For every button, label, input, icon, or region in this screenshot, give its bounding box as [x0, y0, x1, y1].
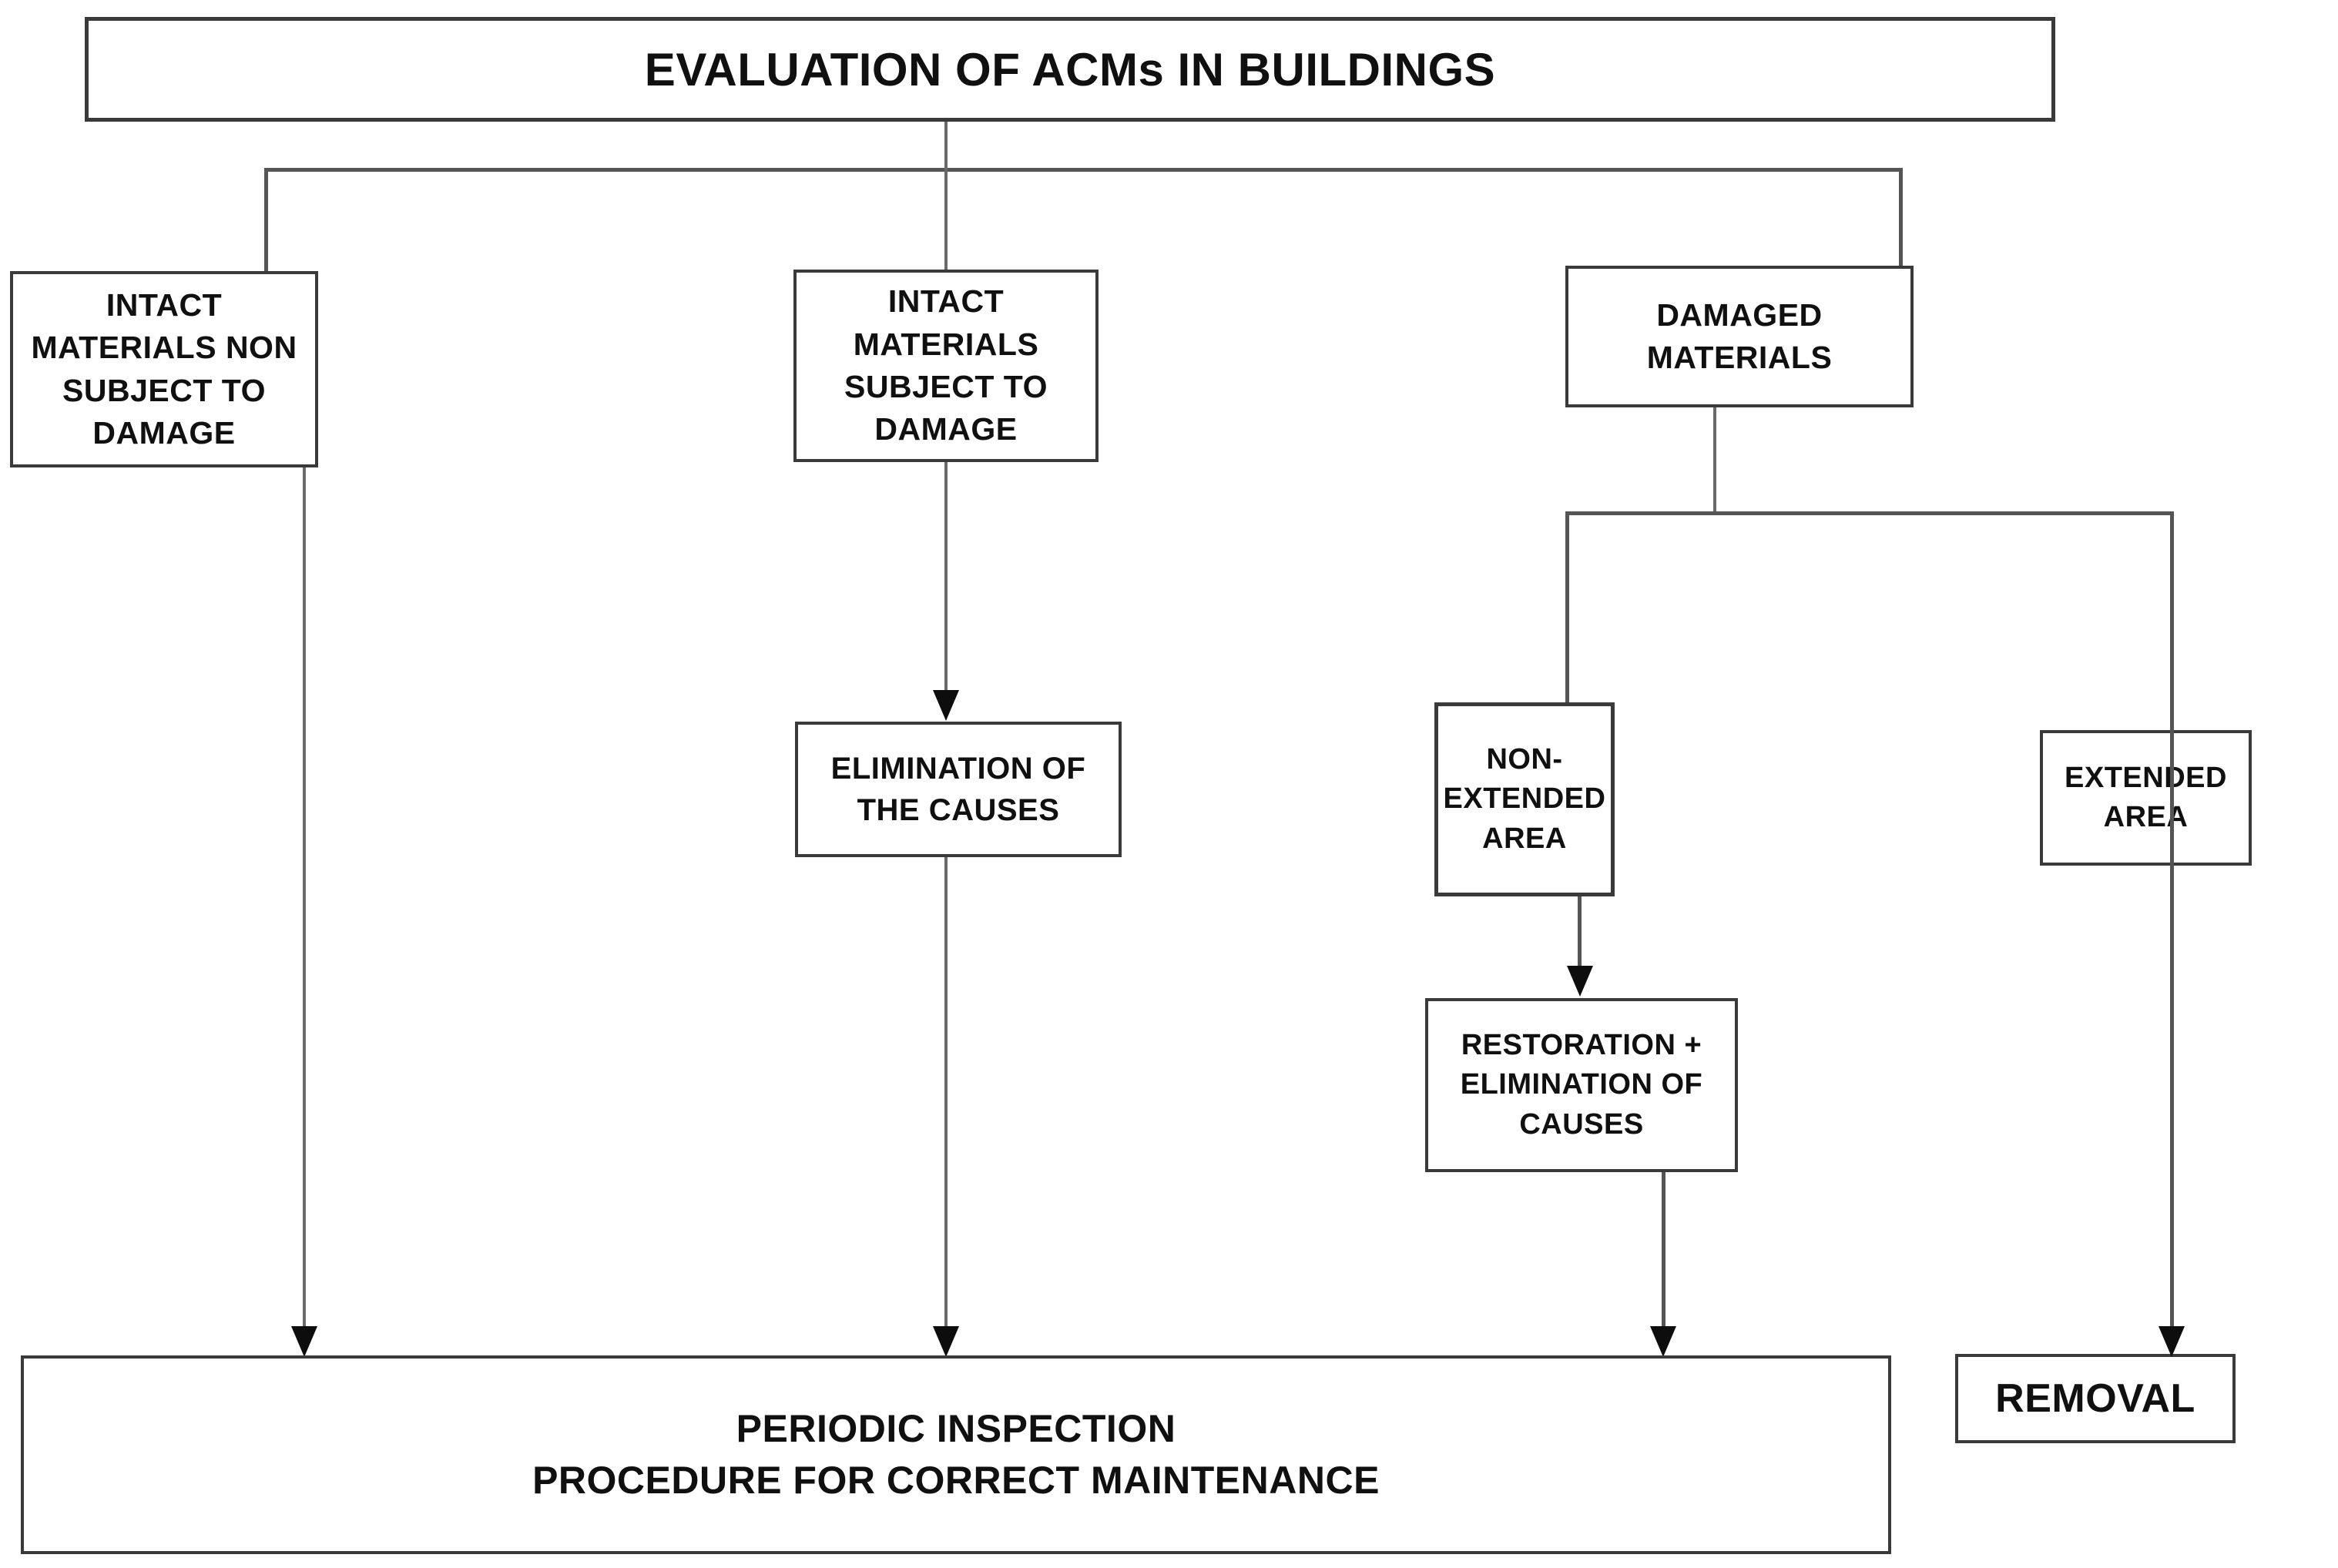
edge-title-stem	[944, 122, 948, 171]
edge-damaged-to-extended-area	[2170, 511, 2174, 735]
node-label: PERIODIC INSPECTION PROCEDURE FOR CORREC…	[532, 1406, 1380, 1503]
arrowhead-to-restoration	[1567, 966, 1593, 997]
node-extended-area[interactable]: EXTENDED AREA	[2040, 730, 2252, 866]
arrowhead-to-periodic-inspection-left	[291, 1326, 317, 1357]
edge-extended-area-to-removal	[2170, 735, 2174, 1329]
node-label: RESTORATION + ELIMINATION OF CAUSES	[1460, 1029, 1703, 1141]
edge-damaged-materials-stem	[1713, 405, 1716, 514]
edge-elimination-to-periodic-inspection	[944, 855, 948, 1329]
node-non-extended-area[interactable]: NON-EXTENDED AREA	[1434, 702, 1615, 896]
node-label: NON-EXTENDED AREA	[1443, 743, 1606, 855]
node-evaluation-of-acms-in-buildings[interactable]: EVALUATION OF ACMs IN BUILDINGS	[85, 17, 2055, 122]
node-label: ELIMINATION OF THE CAUSES	[830, 752, 1086, 827]
node-removal[interactable]: REMOVAL	[1955, 1354, 2236, 1443]
edge-damaged-split-bar	[1565, 511, 2174, 515]
arrowhead-to-removal	[2159, 1326, 2185, 1357]
node-label: EXTENDED AREA	[2065, 761, 2227, 833]
edge-intact-non-subject-to-periodic-inspection	[303, 465, 306, 1329]
node-label: EVALUATION OF ACMs IN BUILDINGS	[644, 43, 1496, 95]
arrowhead-to-periodic-inspection-center	[933, 1326, 959, 1357]
edge-title-to-intact-non-subject	[264, 168, 268, 276]
node-restoration-plus-elimination-of-causes[interactable]: RESTORATION + ELIMINATION OF CAUSES	[1425, 998, 1738, 1172]
node-periodic-inspection-procedure-for-correct-maintenance[interactable]: PERIODIC INSPECTION PROCEDURE FOR CORREC…	[21, 1355, 1891, 1554]
edge-title-to-damaged-materials	[1899, 168, 1903, 269]
arrowhead-to-periodic-inspection-right	[1650, 1326, 1676, 1357]
node-intact-materials-subject-to-damage[interactable]: INTACT MATERIALS SUBJECT TO DAMAGE	[793, 270, 1099, 462]
node-elimination-of-the-causes[interactable]: ELIMINATION OF THE CAUSES	[795, 722, 1122, 857]
edge-intact-subject-to-elimination	[944, 461, 948, 690]
node-label: INTACT MATERIALS NON SUBJECT TO DAMAGE	[31, 286, 297, 451]
node-label: DAMAGED MATERIALS	[1646, 297, 1833, 375]
node-label: INTACT MATERIALS SUBJECT TO DAMAGE	[844, 283, 1048, 447]
node-damaged-materials[interactable]: DAMAGED MATERIALS	[1565, 266, 1914, 407]
node-label: REMOVAL	[1995, 1375, 2195, 1421]
edge-damaged-to-non-extended-area	[1565, 511, 1569, 705]
arrowhead-to-elimination-of-causes	[933, 690, 959, 721]
edge-title-to-intact-subject	[944, 168, 948, 273]
edge-non-extended-to-restoration	[1578, 895, 1582, 967]
edge-top-distribution-bar	[264, 168, 1903, 172]
edge-restoration-to-periodic-inspection	[1662, 1171, 1665, 1329]
node-intact-materials-non-subject-to-damage[interactable]: INTACT MATERIALS NON SUBJECT TO DAMAGE	[10, 271, 318, 467]
